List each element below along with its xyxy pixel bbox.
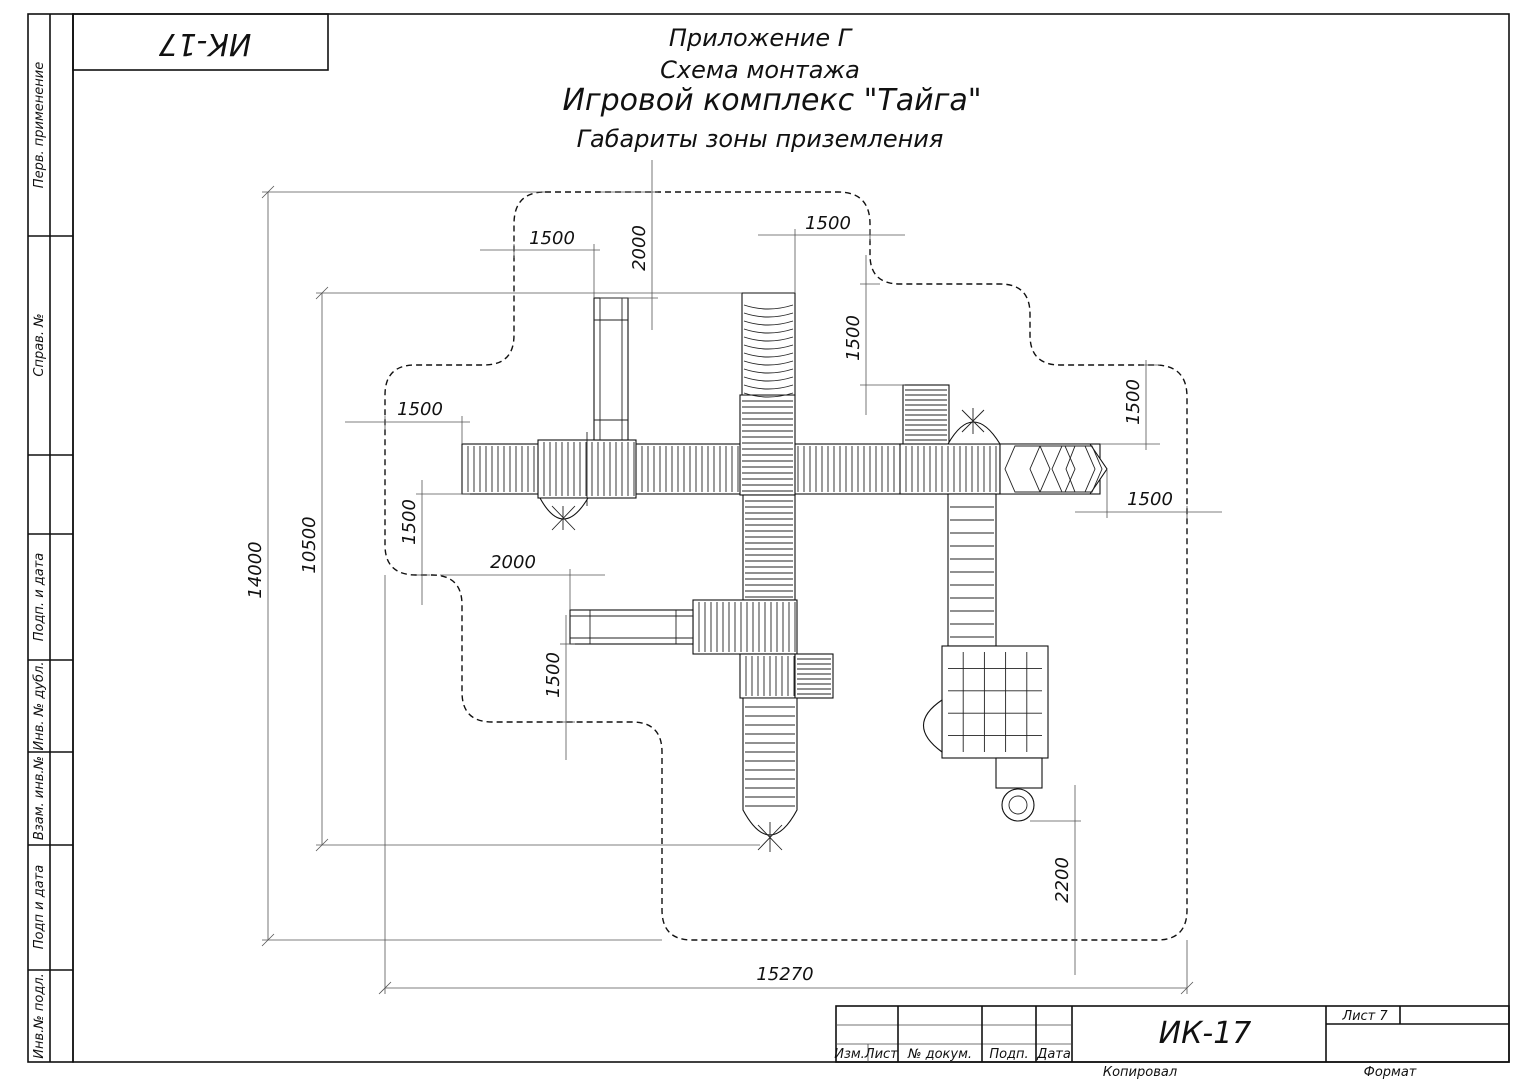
side-podp-i-data-2: Подп и дата	[32, 865, 47, 949]
tube-exit	[1001, 788, 1035, 822]
wave-slat	[743, 312, 794, 318]
wave-slat	[743, 352, 794, 358]
lower-platform	[692, 599, 798, 655]
code-stamp-text: ИК-17	[159, 26, 252, 61]
tb-data: Дата	[1036, 1047, 1071, 1062]
dim-lower-1500: 1500	[543, 652, 564, 698]
wave-slat	[743, 392, 794, 398]
play-complex	[461, 292, 1108, 852]
lower-side-bridge	[794, 653, 834, 699]
dim-left-2000: 2000	[490, 552, 536, 573]
dim-top-2000: 2000	[629, 225, 650, 271]
wave-slat	[743, 360, 794, 366]
tb-format: Формат	[1364, 1065, 1417, 1080]
appendix-title: Приложение Г	[669, 24, 853, 52]
landing-zone-subtitle: Габариты зоны приземления	[577, 125, 944, 153]
rings	[1004, 445, 1103, 493]
cube-tunnel	[995, 757, 1043, 789]
lower-platform-2	[739, 653, 796, 699]
dim-left-vertical-1500: 1500	[399, 499, 420, 545]
dim-left-1500: 1500	[397, 399, 443, 420]
wave-slat	[743, 320, 794, 326]
wave-slat	[743, 376, 794, 382]
tb-kopiroval: Копировал	[1103, 1065, 1177, 1080]
side-inv-no-dubl: Инв. № дубл.	[32, 662, 47, 751]
side-perv-primenenie: Перв. применение	[32, 62, 47, 188]
right-platform	[899, 443, 1001, 495]
tb-izm-list: Изм.Лист	[834, 1047, 898, 1062]
central-ladder	[742, 494, 796, 601]
dim-bottom-2200: 2200	[1052, 857, 1073, 903]
wave-slat	[743, 328, 794, 334]
upper-left-slide	[593, 297, 629, 441]
dim-overall-width-15270: 15270	[756, 964, 813, 985]
dim-inner-height-10500: 10500	[299, 516, 320, 573]
left-platform-slats	[543, 442, 635, 496]
wave-slat	[743, 336, 794, 342]
left-platform-step	[539, 497, 589, 520]
side-podp-i-data-1: Подп. и дата	[32, 553, 47, 642]
dim-mid-1500-vertical: 1500	[843, 315, 864, 361]
dim-top-left-1500: 1500	[529, 228, 575, 249]
side-inv-no-podl: Инв.№ подл.	[32, 973, 47, 1059]
side-vzam-inv-no: Взам. инв.№	[32, 756, 47, 840]
tb-designation: ИК-17	[1159, 1016, 1252, 1051]
right-ladder	[947, 493, 997, 647]
scheme-title: Схема монтажа	[660, 56, 860, 84]
cube-side-arch	[923, 698, 943, 754]
tb-n-dokum: № докум.	[907, 1047, 972, 1062]
top-wave-slide	[741, 292, 796, 396]
wave-slat	[743, 304, 794, 310]
tb-list-label: Лист 7	[1341, 1009, 1388, 1024]
lower-left-slide	[569, 609, 694, 645]
tb-podp: Подп.	[989, 1047, 1028, 1062]
dim-right-top-1500: 1500	[1123, 379, 1144, 425]
rings-tunnel	[999, 443, 1108, 495]
dim-top-right-1500: 1500	[805, 213, 851, 234]
wave-slat	[743, 384, 794, 390]
product-title: Игровой комплекс "Тайга"	[562, 83, 981, 118]
dimension-labels: 1500 2000 1500 1500 1500 1500 1500 1500 …	[245, 213, 1173, 985]
right-arch	[947, 421, 1001, 445]
landing-zone-boundary	[384, 191, 1188, 941]
wave-slat	[743, 344, 794, 350]
dimension-lines	[261, 160, 1222, 995]
code-stamp-box: ИК-17	[72, 13, 329, 71]
drawing-frame	[27, 13, 1510, 1063]
bottom-tunnel	[742, 697, 798, 836]
climbing-cube	[941, 645, 1049, 759]
side-sprav-no: Справ. №	[32, 313, 47, 376]
central-tower	[739, 394, 796, 496]
dim-overall-height-14000: 14000	[245, 541, 266, 598]
title-block: Изм.Лист № докум. Подп. Дата ИК-17 Лист …	[834, 1005, 1510, 1080]
wave-slat	[743, 368, 794, 374]
side-stamp: Перв. применение Справ. № Подп. и дата И…	[32, 62, 47, 1059]
dim-right-1500: 1500	[1127, 489, 1173, 510]
